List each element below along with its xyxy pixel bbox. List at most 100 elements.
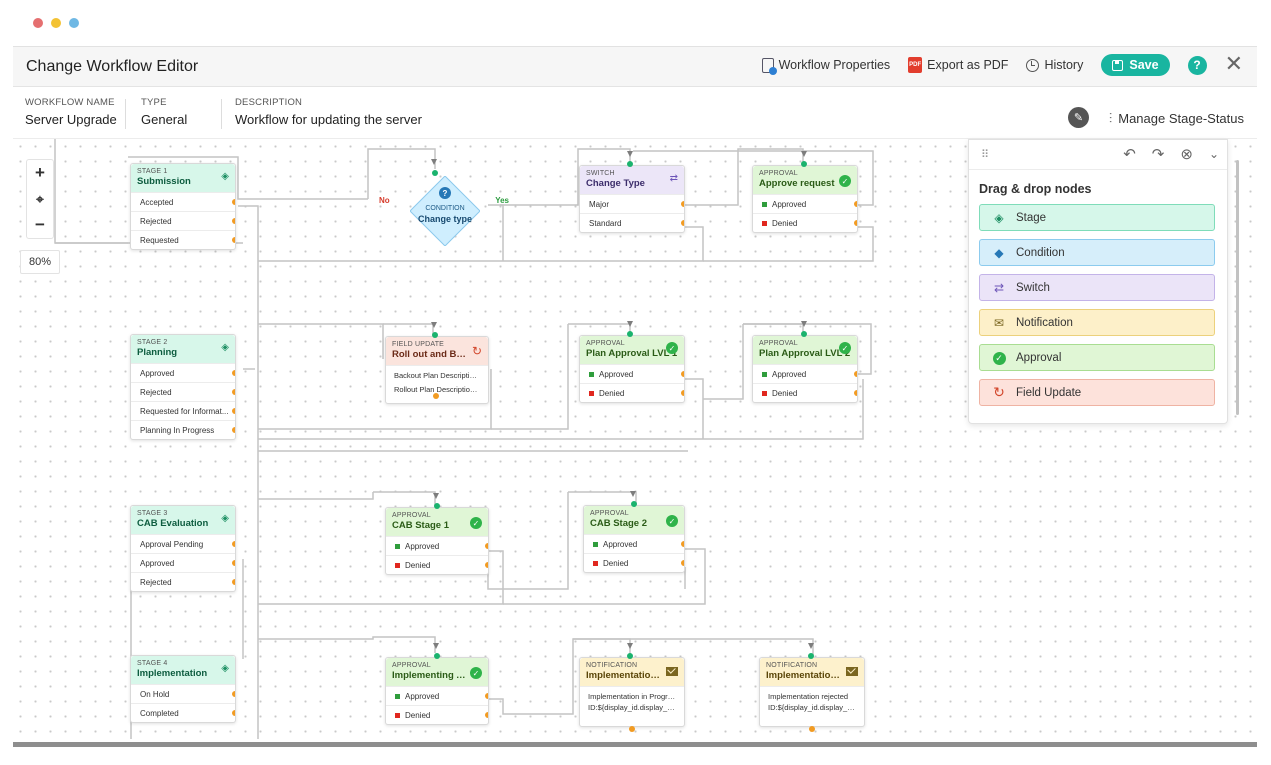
field-update-node-rollout-backout[interactable]: FIELD UPDATE Roll out and Back... ↻ Back… — [385, 336, 489, 404]
stage-node-planning[interactable]: STAGE 2 Planning ◈ Approved Rejected Req… — [130, 334, 236, 440]
palette-item-approval[interactable]: ✓ Approval — [979, 344, 1215, 371]
notification-node-implementation-rejected[interactable]: NOTIFICATION Implementation R... Impleme… — [759, 657, 865, 727]
approval-node-cab-stage-1[interactable]: APPROVAL CAB Stage 1 ✓ Approved Denied — [385, 507, 489, 575]
status-row[interactable]: Approved — [131, 553, 235, 572]
output-port[interactable] — [681, 220, 684, 226]
output-port[interactable] — [232, 579, 235, 585]
approval-node-plan-lvl-2[interactable]: APPROVAL Plan Approval LVL 2 ✓ Approved … — [752, 335, 858, 403]
palette-item-stage[interactable]: ◈ Stage — [979, 204, 1215, 231]
status-row[interactable]: Requested — [131, 230, 235, 249]
palette-item-condition[interactable]: ◆ Condition — [979, 239, 1215, 266]
approval-node-approve-request[interactable]: APPROVAL Approve request ✓ Approved Deni… — [752, 165, 858, 233]
output-port[interactable] — [232, 237, 235, 243]
outcome-row[interactable]: Approved — [753, 364, 857, 383]
help-button[interactable]: ? — [1187, 55, 1207, 75]
output-port[interactable] — [681, 201, 684, 207]
zoom-out-button[interactable]: − — [35, 215, 45, 234]
save-button[interactable]: Save — [1101, 54, 1170, 76]
status-row[interactable]: Approval Pending — [131, 534, 235, 553]
input-port[interactable] — [627, 331, 633, 337]
palette-item-switch[interactable]: ⇄ Switch — [979, 274, 1215, 301]
stage-node-cab-evaluation[interactable]: STAGE 3 CAB Evaluation ◈ Approval Pendin… — [130, 505, 236, 592]
input-port[interactable] — [434, 503, 440, 509]
approval-node-implementing[interactable]: APPROVAL Implementing Ap... ✓ Approved D… — [385, 657, 489, 725]
output-port[interactable] — [629, 726, 635, 732]
case-row[interactable]: Major — [580, 194, 684, 213]
output-port[interactable] — [232, 199, 235, 205]
undo-icon[interactable]: ↶ — [1123, 146, 1136, 163]
outcome-row[interactable]: Denied — [386, 555, 488, 574]
workflow-canvas[interactable]: + ⌖ − 80% STAGE 1 Submission ◈ Accepted … — [13, 139, 1257, 746]
outcome-row[interactable]: Approved — [386, 686, 488, 705]
redo-icon[interactable]: ↷ — [1151, 146, 1165, 163]
input-port[interactable] — [434, 653, 440, 659]
output-port[interactable] — [854, 390, 857, 396]
output-port[interactable] — [232, 541, 235, 547]
input-port[interactable] — [627, 161, 633, 167]
close-icon[interactable]: ✕ — [1224, 51, 1243, 76]
output-port[interactable] — [681, 560, 684, 566]
outcome-row[interactable]: Denied — [386, 705, 488, 724]
output-port[interactable] — [485, 543, 488, 549]
chevron-down-icon[interactable]: ⌄ — [1208, 147, 1219, 161]
output-port[interactable] — [232, 408, 235, 414]
outcome-row[interactable]: Approved — [753, 194, 857, 213]
status-row[interactable]: Accepted — [131, 192, 235, 211]
input-port[interactable] — [808, 653, 814, 659]
output-port[interactable] — [485, 712, 488, 718]
status-row[interactable]: Requested for Informat... — [131, 401, 235, 420]
approval-node-cab-stage-2[interactable]: APPROVAL CAB Stage 2 ✓ Approved Denied — [583, 505, 685, 573]
outcome-row[interactable]: Denied — [580, 383, 684, 402]
notification-node-implementation-in-progress[interactable]: NOTIFICATION Implementation i... Impleme… — [579, 657, 685, 727]
output-port[interactable] — [854, 220, 857, 226]
history-button[interactable]: History — [1026, 58, 1083, 72]
output-port[interactable] — [232, 370, 235, 376]
output-port[interactable] — [232, 560, 235, 566]
outcome-row[interactable]: Denied — [753, 213, 857, 232]
input-port[interactable] — [627, 653, 633, 659]
output-port[interactable] — [485, 693, 488, 699]
output-port[interactable] — [433, 393, 439, 399]
input-port[interactable] — [432, 170, 438, 176]
zoom-in-button[interactable]: + — [35, 163, 45, 182]
case-row[interactable]: Standard — [580, 213, 684, 232]
output-port[interactable] — [232, 218, 235, 224]
workflow-properties-button[interactable]: Workflow Properties — [761, 57, 890, 75]
output-port[interactable] — [809, 726, 815, 732]
palette-item-notification[interactable]: ✉ Notification — [979, 309, 1215, 336]
output-port[interactable] — [232, 691, 235, 697]
output-port[interactable] — [232, 710, 235, 716]
status-row[interactable]: Approved — [131, 363, 235, 382]
outcome-row[interactable]: Denied — [753, 383, 857, 402]
palette-item-field-update[interactable]: ↻ Field Update — [979, 379, 1215, 406]
zoom-dot[interactable] — [69, 18, 79, 28]
export-pdf-button[interactable]: PDF Export as PDF — [908, 57, 1008, 73]
status-row[interactable]: Rejected — [131, 572, 235, 591]
outcome-row[interactable]: Approved — [386, 536, 488, 555]
output-port[interactable] — [681, 371, 684, 377]
manage-stage-status-button[interactable]: ⫶ Manage Stage-Status — [1109, 110, 1244, 127]
input-port[interactable] — [432, 332, 438, 338]
recenter-icon[interactable]: ⌖ — [36, 190, 44, 207]
input-port[interactable] — [801, 331, 807, 337]
clear-icon[interactable]: ⊗ — [1180, 146, 1193, 163]
status-row[interactable]: Rejected — [131, 211, 235, 230]
outcome-row[interactable]: Approved — [580, 364, 684, 383]
output-port[interactable] — [681, 390, 684, 396]
condition-node-change-type[interactable]: ? CONDITION Change type No Yes — [379, 175, 509, 247]
drag-handle-icon[interactable]: ⠿ — [981, 149, 989, 161]
input-port[interactable] — [631, 501, 637, 507]
outcome-row[interactable]: Approved — [584, 534, 684, 553]
status-row[interactable]: Rejected — [131, 382, 235, 401]
output-port[interactable] — [232, 427, 235, 433]
input-port[interactable] — [801, 161, 807, 167]
output-port[interactable] — [485, 562, 488, 568]
output-port[interactable] — [854, 201, 857, 207]
status-row[interactable]: Planning In Progress — [131, 420, 235, 439]
status-row[interactable]: Completed — [131, 703, 235, 722]
output-port[interactable] — [232, 389, 235, 395]
switch-node-change-type[interactable]: SWITCH Change Type ⇄ Major Standard — [579, 165, 685, 233]
approval-node-plan-lvl-1[interactable]: APPROVAL Plan Approval LVL 1 ✓ Approved … — [579, 335, 685, 403]
status-row[interactable]: On Hold — [131, 684, 235, 703]
output-port[interactable] — [681, 541, 684, 547]
